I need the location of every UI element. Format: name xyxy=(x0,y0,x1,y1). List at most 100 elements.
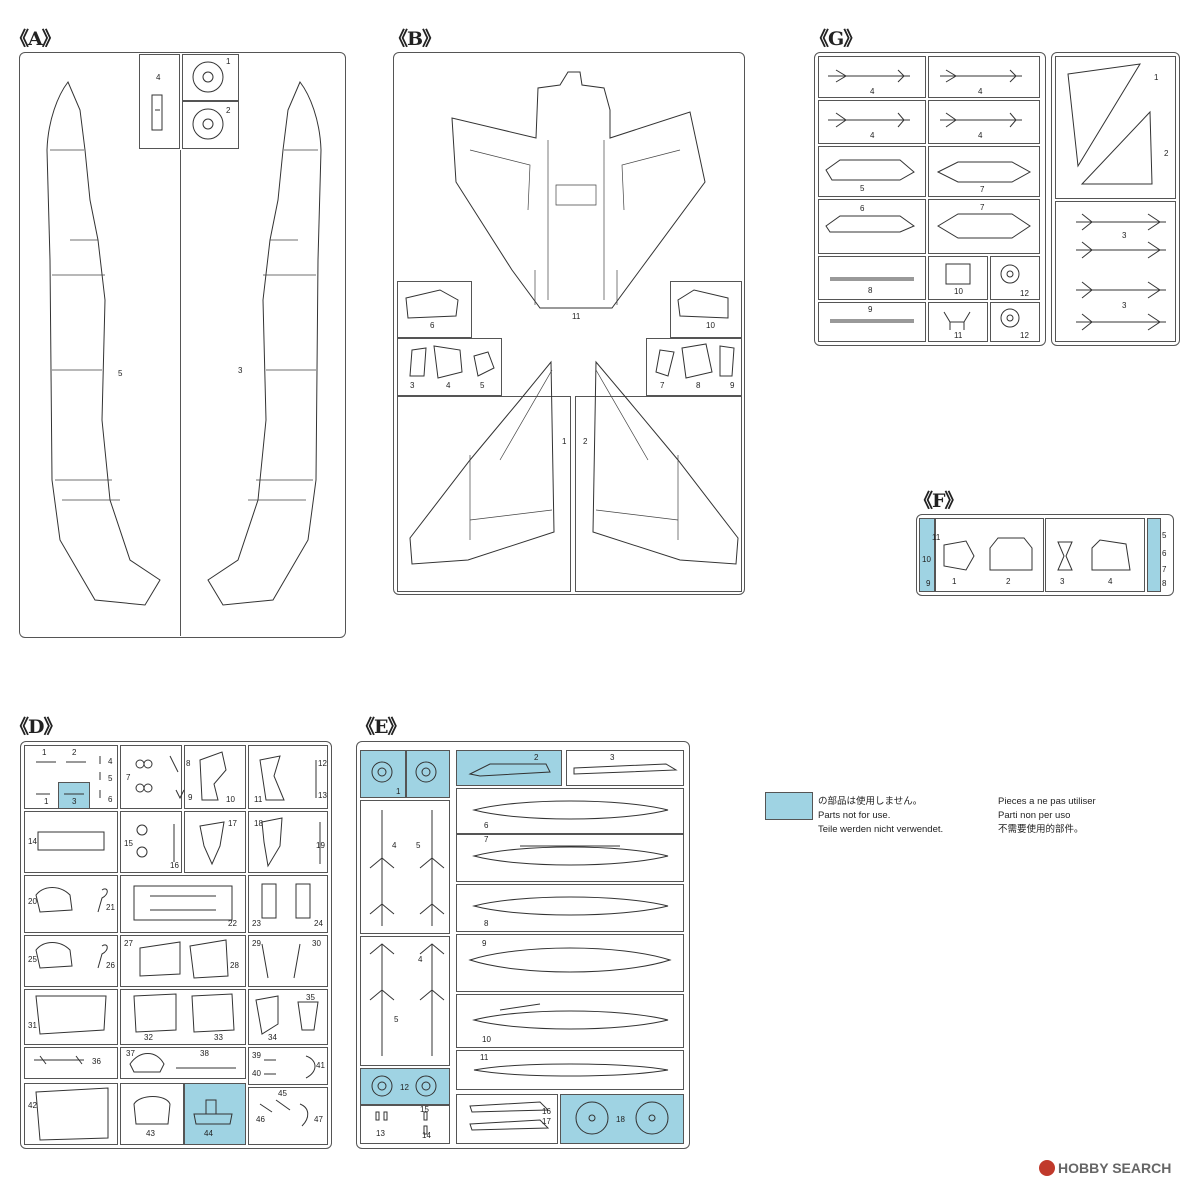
d-label-39: 39 xyxy=(252,1051,261,1060)
e-cell-1b xyxy=(406,750,450,798)
d-label-7: 7 xyxy=(126,773,131,782)
b-label-4: 4 xyxy=(446,381,451,390)
b-label-7: 7 xyxy=(660,381,665,390)
legend-en: Parts not for use. xyxy=(818,810,891,821)
d-label-2: 2 xyxy=(72,748,77,757)
d-cell-r3c xyxy=(248,875,328,933)
e-cell-7 xyxy=(456,834,684,882)
e-cell-8 xyxy=(456,884,684,932)
g-label-1: 1 xyxy=(1154,73,1159,82)
d-label-27: 27 xyxy=(124,939,133,948)
g-cell-11 xyxy=(928,302,988,342)
d-cell-r2b xyxy=(120,811,182,873)
e-label-16: 16 xyxy=(542,1107,551,1116)
d-label-47: 47 xyxy=(314,1115,323,1124)
sheet-a-divider xyxy=(180,150,181,636)
d-label-17: 17 xyxy=(228,819,237,828)
fuselage-half-3 xyxy=(207,81,322,606)
g-cell-4d xyxy=(928,100,1040,144)
d-cell-r5c xyxy=(248,989,328,1045)
e-cell-6 xyxy=(456,788,684,834)
g-label-11: 11 xyxy=(954,331,963,340)
d-cell-r6b xyxy=(120,1047,246,1079)
b-label-5: 5 xyxy=(480,381,485,390)
g-label-8: 8 xyxy=(868,286,873,295)
sheet-g-title: 《G》 xyxy=(810,28,862,50)
b-label-1: 1 xyxy=(562,437,567,446)
legend-ja: の部品は使用しません。 xyxy=(818,796,923,807)
d-cell-3-highlight xyxy=(58,782,90,809)
g-label-2: 2 xyxy=(1164,149,1169,158)
g-label-4d: 4 xyxy=(978,131,983,140)
b-cell-2 xyxy=(575,396,742,592)
d-cell-r4c xyxy=(248,935,328,987)
sheet-e-title: 《E》 xyxy=(356,716,406,738)
legend-swatch xyxy=(765,792,813,820)
e-label-11: 11 xyxy=(480,1053,489,1062)
e-cell-12 xyxy=(360,1068,450,1106)
b-label-6: 6 xyxy=(430,321,435,330)
g-cell-9 xyxy=(818,302,926,342)
f-label-10: 10 xyxy=(922,555,931,564)
d-label-34: 34 xyxy=(268,1033,277,1042)
e-label-3: 3 xyxy=(610,753,615,762)
d-label-38: 38 xyxy=(200,1049,209,1058)
e-label-17: 17 xyxy=(542,1117,551,1126)
e-cell-3 xyxy=(566,750,684,786)
a-label-3: 3 xyxy=(238,366,243,375)
d-label-37: 37 xyxy=(126,1049,135,1058)
g-cell-7b xyxy=(928,199,1040,254)
f-cell-9-11 xyxy=(919,518,936,592)
b-cell-1 xyxy=(397,396,571,592)
g-cell-12a xyxy=(990,256,1040,300)
sheet-b-title: 《B》 xyxy=(389,28,441,50)
sheet-f-title: 《F》 xyxy=(914,490,963,512)
watermark-text: HOBBY SEARCH xyxy=(1058,1160,1172,1176)
d-label-42: 42 xyxy=(28,1101,37,1110)
g-label-4b: 4 xyxy=(978,87,983,96)
f-label-3: 3 xyxy=(1060,577,1065,586)
d-label-10: 10 xyxy=(226,795,235,804)
d-label-21: 21 xyxy=(106,903,115,912)
e-cell-1a xyxy=(360,750,406,798)
part-b4 xyxy=(433,345,463,379)
e-label-13: 13 xyxy=(376,1129,385,1138)
f-label-8: 8 xyxy=(1162,579,1167,588)
d-label-19: 19 xyxy=(316,841,325,850)
d-label-24: 24 xyxy=(314,919,323,928)
d-label-45: 45 xyxy=(278,1089,287,1098)
g-cell-10 xyxy=(928,256,988,300)
e-label-14: 14 xyxy=(422,1131,431,1140)
wing-1 xyxy=(409,360,555,565)
g-cell-5 xyxy=(818,146,926,197)
d-label-43: 43 xyxy=(146,1129,155,1138)
d-cell-r2d xyxy=(248,811,328,873)
b-label-8: 8 xyxy=(696,381,701,390)
d-label-35: 35 xyxy=(306,993,315,1002)
g-label-12b: 12 xyxy=(1020,331,1029,340)
e-label-2: 2 xyxy=(534,753,539,762)
f-label-1: 1 xyxy=(952,577,957,586)
watermark-logo-icon xyxy=(1039,1160,1055,1176)
d-label-25: 25 xyxy=(28,955,37,964)
legend-fr: Pieces a ne pas utiliser xyxy=(998,796,1096,807)
g-label-4c: 4 xyxy=(870,131,875,140)
f-label-7: 7 xyxy=(1162,565,1167,574)
d-label-40: 40 xyxy=(252,1069,261,1078)
f-label-6: 6 xyxy=(1162,549,1167,558)
sheet-e-frame xyxy=(356,741,690,1149)
e-label-6: 6 xyxy=(484,821,489,830)
b-cell-6 xyxy=(397,281,472,338)
d-label-32: 32 xyxy=(144,1033,153,1042)
d-cell-r1d xyxy=(248,745,328,809)
b-cell-10 xyxy=(670,281,742,338)
part-b6 xyxy=(405,289,459,319)
f-label-2: 2 xyxy=(1006,577,1011,586)
e-cell-16-17 xyxy=(456,1094,558,1144)
f-label-5: 5 xyxy=(1162,531,1167,540)
d-cell-r7c xyxy=(248,1087,328,1145)
d-label-20: 20 xyxy=(28,897,37,906)
